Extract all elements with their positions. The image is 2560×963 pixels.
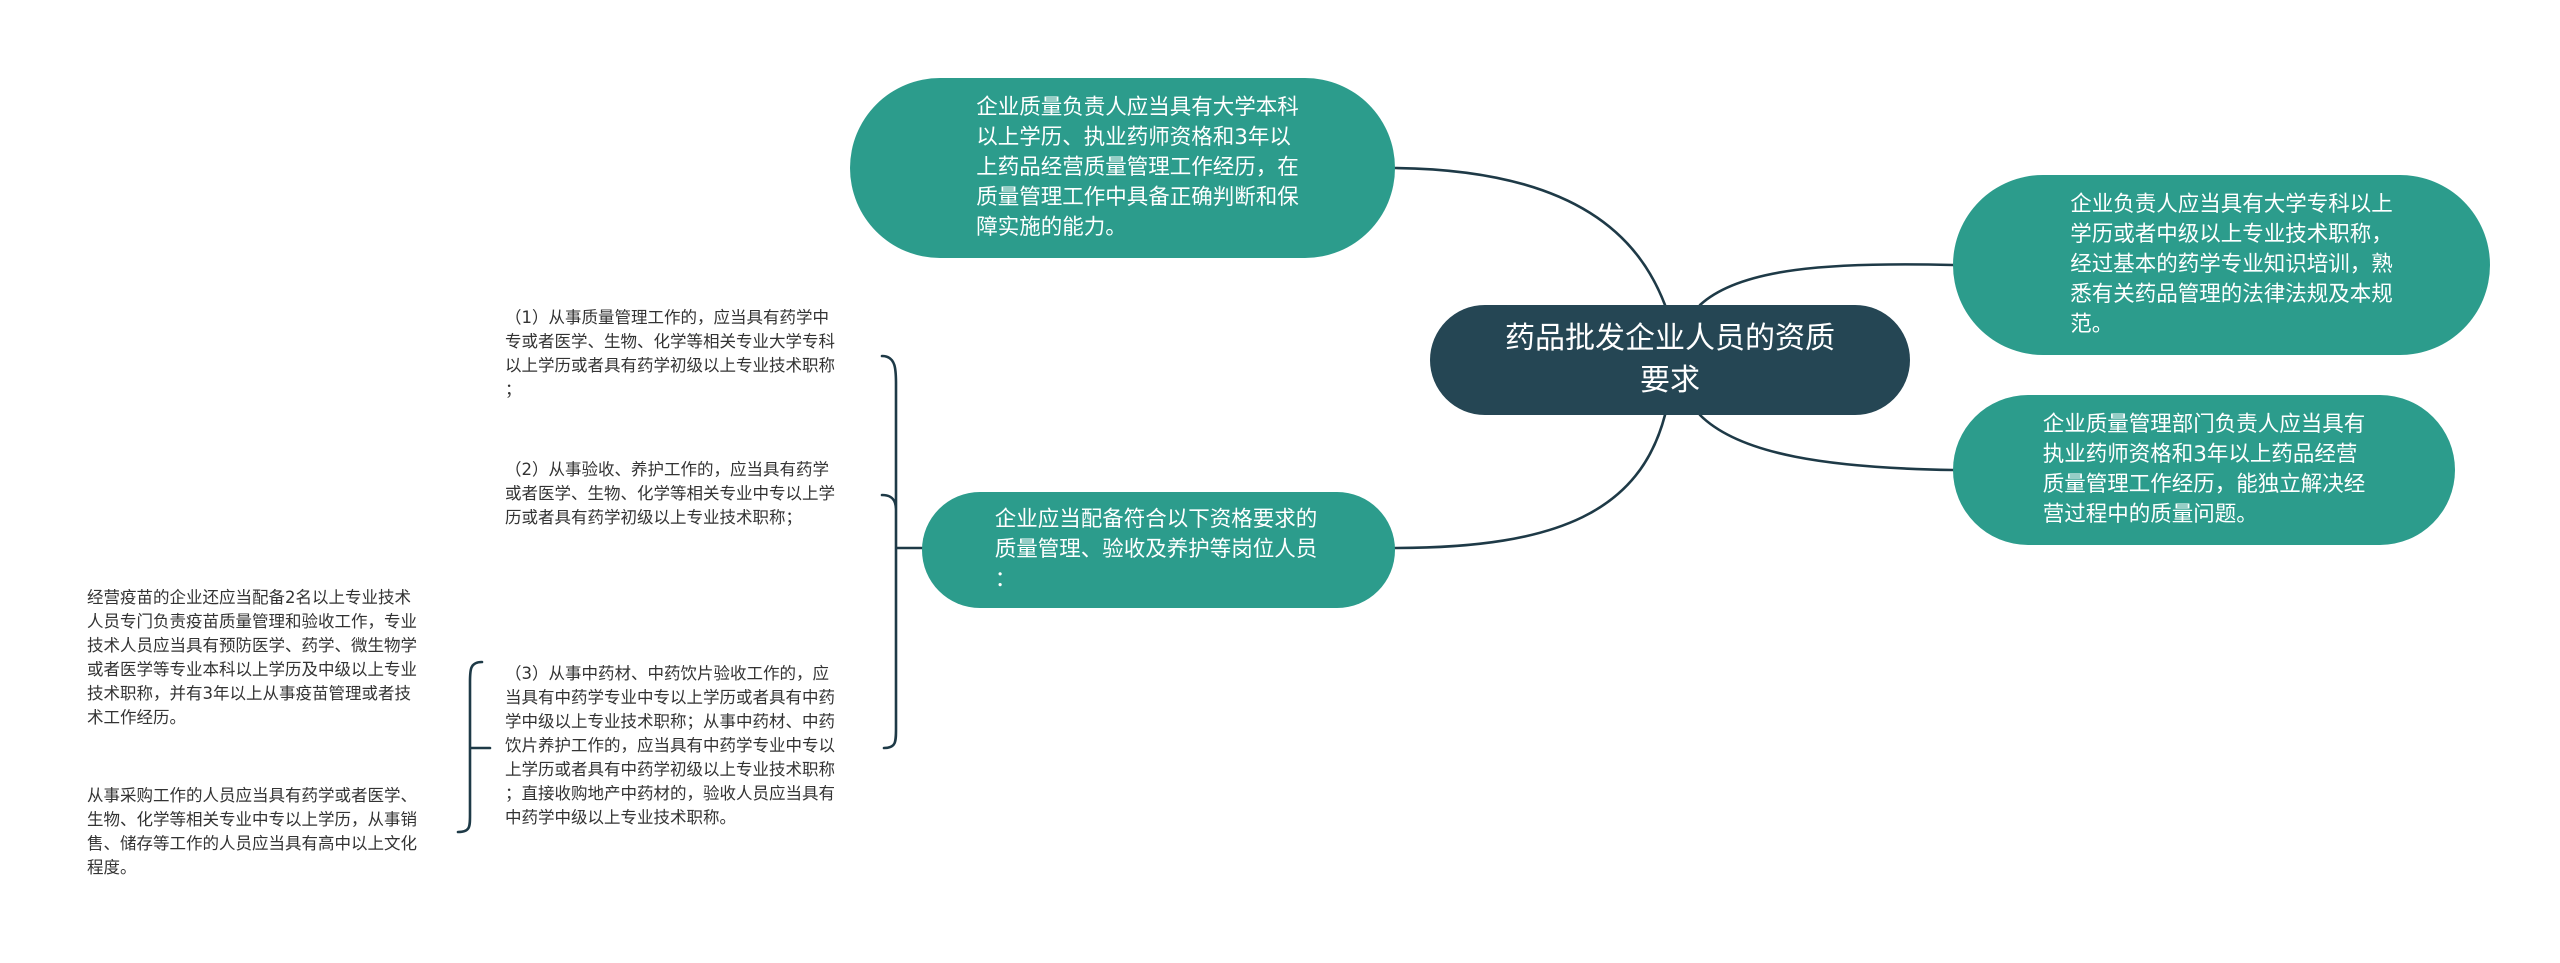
branch-staffing-label: 企业应当配备符合以下资格要求的 质量管理、验收及养护等岗位人员 ：	[994, 507, 1318, 592]
item3-note-purchasing-text: 从事采购工作的人员应当具有药学或者医学、 生物、化学等相关专业中专以上学历，从事…	[87, 786, 417, 877]
staffing-item-3-text: （3）从事中药材、中药饮片验收工作的，应 当具有中药学专业中专以上学历或者具有中…	[505, 664, 835, 827]
branch-quality-head[interactable]: 企业质量负责人应当具有大学本科 以上学历、执业药师资格和3年以 上药品经营质量管…	[850, 78, 1395, 258]
branch-qa-dept-head-label: 企业质量管理部门负责人应当具有 执业药师资格和3年以上药品经营 质量管理工作经历…	[2042, 412, 2366, 527]
branch-staffing[interactable]: 企业应当配备符合以下资格要求的 质量管理、验收及养护等岗位人员 ：	[922, 492, 1395, 608]
connector-item3-to-notes	[456, 660, 492, 834]
staffing-item-3[interactable]: （3）从事中药材、中药饮片验收工作的，应 当具有中药学专业中专以上学历或者具有中…	[505, 662, 885, 834]
branch-enterprise-head-label: 企业负责人应当具有大学专科以上 学历或者中级以上专业技术职称， 经过基本的药学专…	[2070, 192, 2393, 337]
staffing-item-2-text: （2）从事验收、养护工作的，应当具有药学 或者医学、生物、化学等相关专业中专以上…	[505, 460, 835, 527]
item3-note-purchasing[interactable]: 从事采购工作的人员应当具有药学或者医学、 生物、化学等相关专业中专以上学历，从事…	[87, 784, 472, 884]
branch-enterprise-head[interactable]: 企业负责人应当具有大学专科以上 学历或者中级以上专业技术职称， 经过基本的药学专…	[1953, 175, 2490, 355]
staffing-item-1-text: （1）从事质量管理工作的，应当具有药学中 专或者医学、生物、化学等相关专业大学专…	[505, 308, 835, 399]
connector-center-to-staffing	[1393, 413, 1667, 550]
center-topic[interactable]: 药品批发企业人员的资质 要求	[1430, 305, 1910, 415]
staffing-item-2[interactable]: （2）从事验收、养护工作的，应当具有药学 或者医学、生物、化学等相关专业中专以上…	[505, 458, 885, 533]
branch-qa-dept-head[interactable]: 企业质量管理部门负责人应当具有 执业药师资格和3年以上药品经营 质量管理工作经历…	[1953, 395, 2455, 545]
connector-center-to-qa-dept-head	[1698, 413, 1955, 472]
item3-note-vaccine[interactable]: 经营疫苗的企业还应当配备2名以上专业技术 人员专门负责疫苗质量管理和验收工作，专…	[87, 586, 472, 734]
branch-quality-head-label: 企业质量负责人应当具有大学本科 以上学历、执业药师资格和3年以 上药品经营质量管…	[976, 95, 1299, 240]
connector-center-to-quality-head	[1393, 166, 1667, 307]
connector-staffing-to-items	[880, 354, 924, 750]
staffing-item-1[interactable]: （1）从事质量管理工作的，应当具有药学中 专或者医学、生物、化学等相关专业大学专…	[505, 306, 885, 406]
item3-note-vaccine-text: 经营疫苗的企业还应当配备2名以上专业技术 人员专门负责疫苗质量管理和验收工作，专…	[87, 588, 417, 727]
connector-center-to-enterprise-head	[1698, 263, 1955, 307]
center-topic-label: 药品批发企业人员的资质 要求	[1505, 321, 1835, 398]
